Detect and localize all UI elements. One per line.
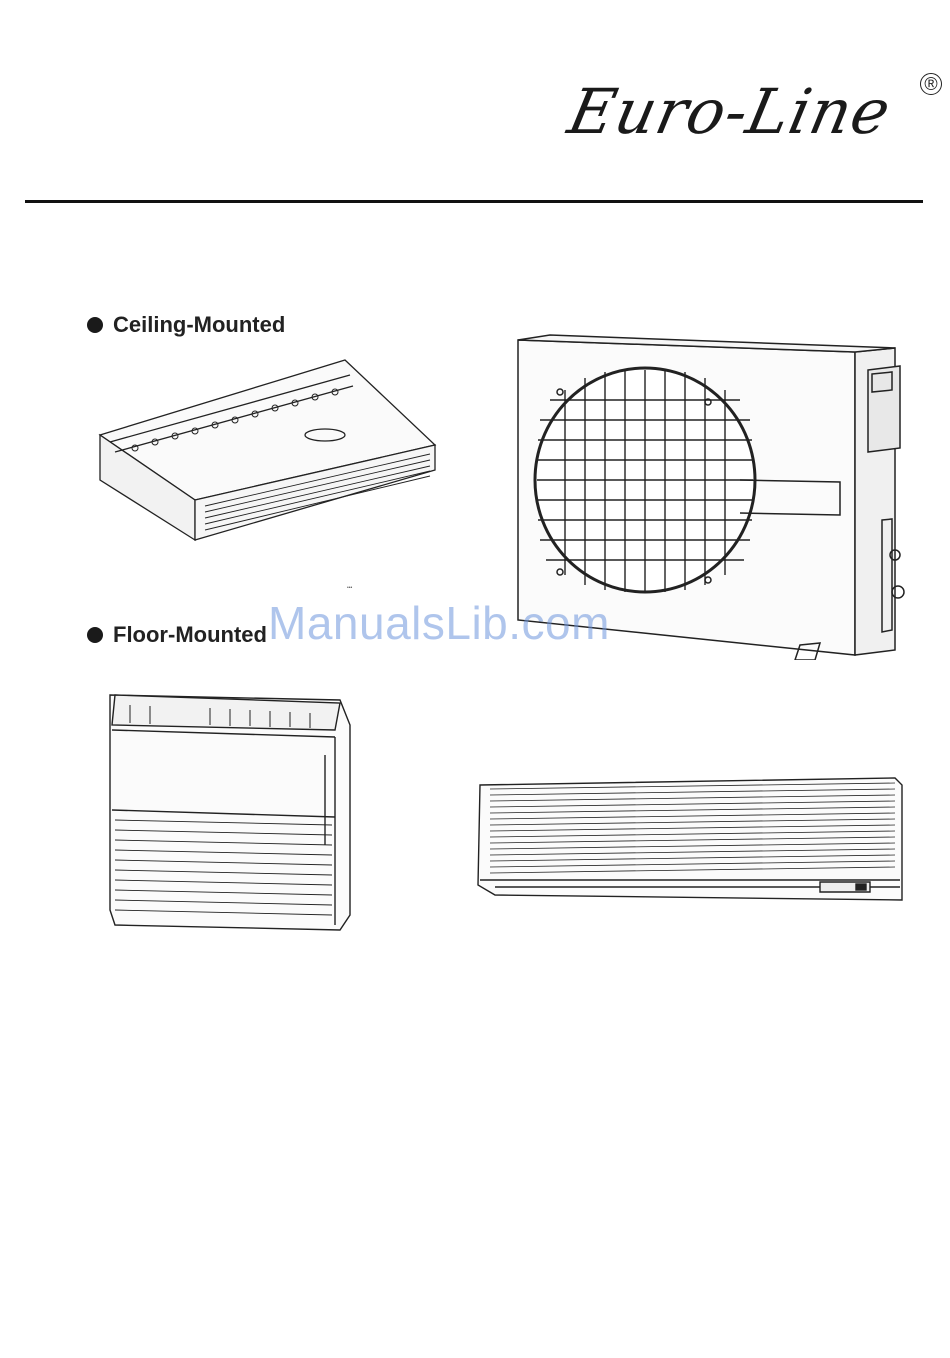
header-rule — [25, 200, 923, 203]
watermark-text: ManualsLib.com — [268, 596, 610, 650]
floor-mounted-heading: Floor-Mounted — [87, 622, 267, 648]
registered-mark: ® — [920, 73, 942, 95]
ceiling-mounted-unit-drawing — [95, 350, 440, 550]
floor-mounted-unit-drawing — [100, 685, 360, 935]
wall-mounted-unit-drawing — [470, 775, 905, 905]
bullet-icon — [87, 317, 103, 333]
ceiling-mounted-label: Ceiling-Mounted — [113, 312, 285, 338]
logo-text: Euro-Line — [562, 75, 897, 148]
bullet-icon — [87, 627, 103, 643]
ceiling-mounted-heading: Ceiling-Mounted — [87, 312, 285, 338]
brand-logo: Euro-Line ® — [560, 55, 950, 165]
tiny-mark: ••• — [347, 585, 352, 591]
floor-mounted-label: Floor-Mounted — [113, 622, 267, 648]
